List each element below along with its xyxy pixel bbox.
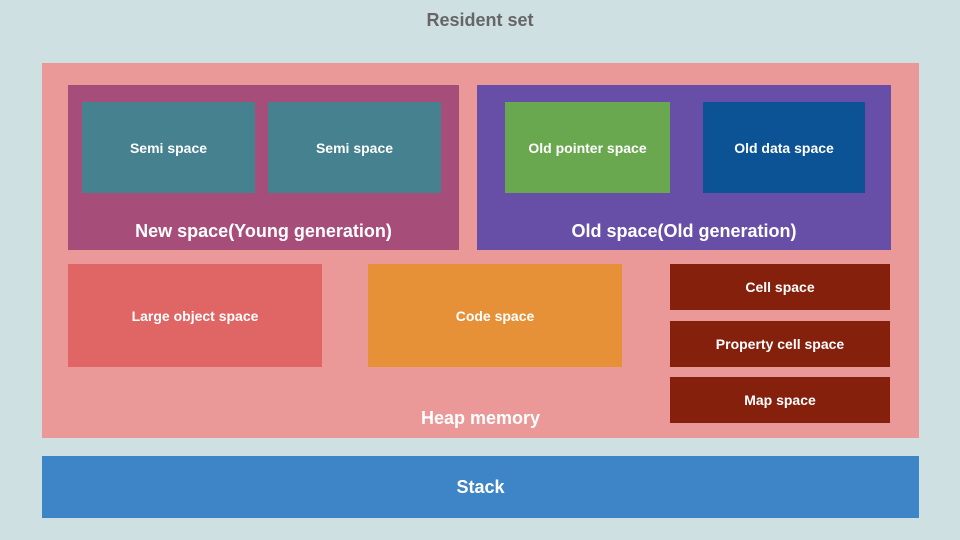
stack-box: Stack <box>42 456 919 518</box>
code-space: Code space <box>368 264 622 367</box>
cell-space: Cell space <box>670 264 890 310</box>
new-space-label: New space(Young generation) <box>135 220 392 241</box>
semi-space-1: Semi space <box>82 102 255 193</box>
large-object-space: Large object space <box>68 264 322 367</box>
heap-memory-label: Heap memory <box>420 407 541 428</box>
map-space: Map space <box>670 377 890 423</box>
old-space-label: Old space(Old generation) <box>571 220 797 241</box>
old-data-space: Old data space <box>703 102 865 193</box>
semi-space-2: Semi space <box>268 102 441 193</box>
diagram-title: Resident set <box>426 10 534 30</box>
old-pointer-space: Old pointer space <box>505 102 670 193</box>
property-cell-space: Property cell space <box>670 321 890 367</box>
